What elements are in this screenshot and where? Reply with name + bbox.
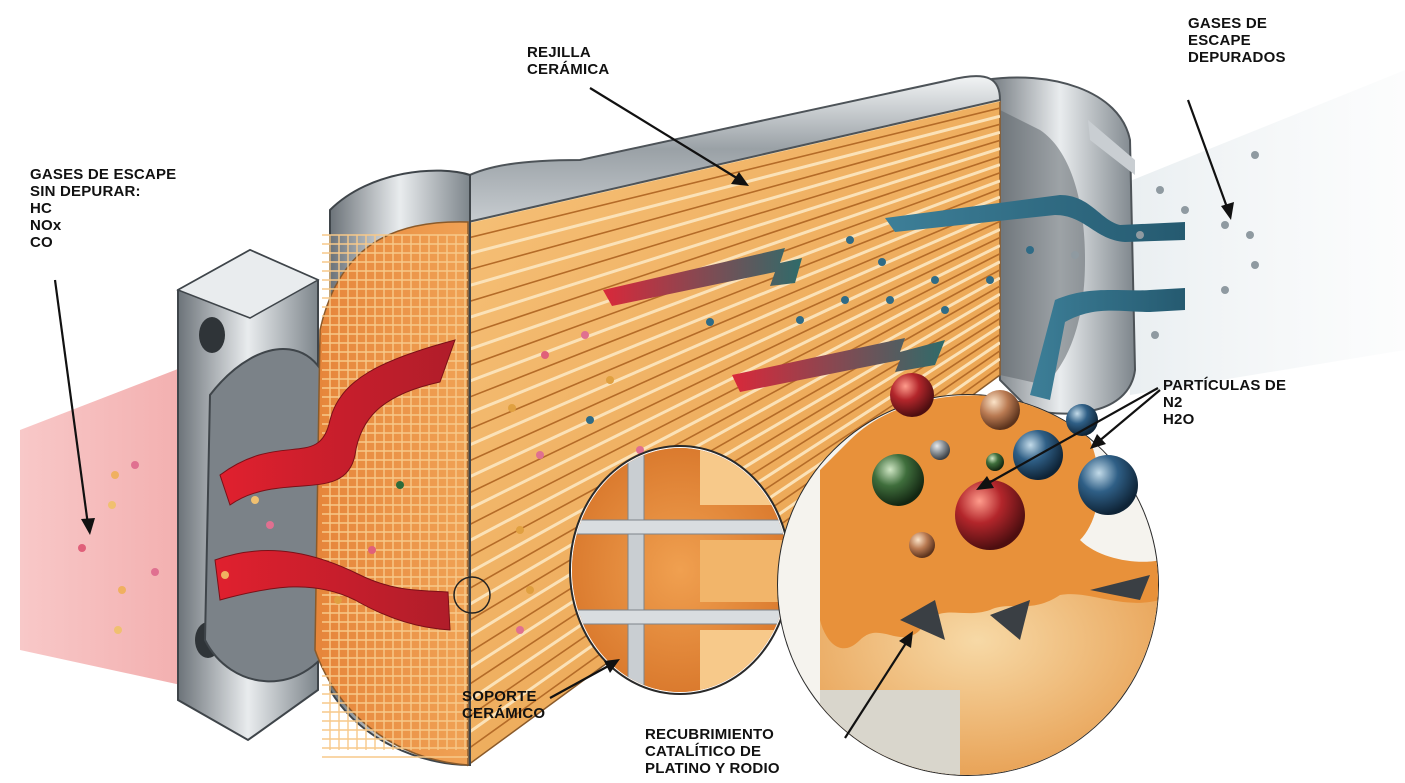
label-line: CO <box>30 234 176 251</box>
particle-dot <box>586 416 594 424</box>
label-line: PARTÍCULAS DE <box>1163 377 1286 394</box>
label-line: N2 <box>1163 394 1286 411</box>
outlet-shell <box>985 78 1135 414</box>
label-recubrimiento: RECUBRIMIENTO CATALÍTICO DE PLATINO Y RO… <box>645 726 780 777</box>
label-line: NOx <box>30 217 176 234</box>
particle-dot <box>526 586 534 594</box>
particle-dot <box>606 376 614 384</box>
particle-dot <box>1246 231 1254 239</box>
particle-dot <box>221 571 229 579</box>
particle-dot <box>118 586 126 594</box>
particle-dot <box>846 236 854 244</box>
label-line: DEPURADOS <box>1188 49 1286 66</box>
label-gases-depurados: GASES DE ESCAPE DEPURADOS <box>1188 15 1286 66</box>
particle-dot <box>536 451 544 459</box>
particle-dot <box>111 471 119 479</box>
particle-dot <box>541 351 549 359</box>
particle-dot <box>266 521 274 529</box>
particle-dot <box>1251 261 1259 269</box>
label-line: GASES DE <box>1188 15 1286 32</box>
particle-dot <box>878 258 886 266</box>
particle-dot <box>251 496 259 504</box>
particle-dot <box>706 318 714 326</box>
particle-dot <box>931 276 939 284</box>
particle-dot <box>886 296 894 304</box>
honeycomb-face <box>315 222 468 765</box>
particle-dot <box>368 546 376 554</box>
particle-dot <box>508 404 516 412</box>
particle-dot <box>1251 151 1259 159</box>
particle-dot <box>1221 221 1229 229</box>
particle-dot <box>108 501 116 509</box>
label-soporte-ceramico: SOPORTE CERÁMICO <box>462 688 545 722</box>
label-line: CATALÍTICO DE <box>645 743 780 760</box>
particle-dot <box>151 568 159 576</box>
label-line: SOPORTE <box>462 688 545 705</box>
label-line: ESCAPE <box>1188 32 1286 49</box>
particle-dot <box>841 296 849 304</box>
particle-dot <box>131 461 139 469</box>
label-line: SIN DEPURAR: <box>30 183 176 200</box>
particle-dot <box>1026 246 1034 254</box>
label-line: GASES DE ESCAPE <box>30 166 176 183</box>
particle-dot <box>78 544 86 552</box>
particle-dot <box>396 481 404 489</box>
particle-dot <box>114 626 122 634</box>
particle-dot <box>1071 251 1079 259</box>
particle-dot <box>334 596 342 604</box>
label-particulas: PARTÍCULAS DE N2 H2O <box>1163 377 1286 428</box>
particle-dot <box>516 626 524 634</box>
particle-dot <box>1151 331 1159 339</box>
label-line: REJILLA <box>527 44 609 61</box>
particle-dot <box>796 316 804 324</box>
label-line: RECUBRIMIENTO <box>645 726 780 743</box>
particle-dot <box>581 331 589 339</box>
label-gases-sin-depurar: GASES DE ESCAPE SIN DEPURAR: HC NOx CO <box>30 166 176 251</box>
label-line: HC <box>30 200 176 217</box>
particle-dot <box>941 306 949 314</box>
particle-dot <box>1156 186 1164 194</box>
label-line: PLATINO Y RODIO <box>645 760 780 777</box>
particle-dot <box>986 276 994 284</box>
particle-dot <box>1136 231 1144 239</box>
particle-dot <box>516 526 524 534</box>
label-line: CERÁMICO <box>462 705 545 722</box>
label-line: H2O <box>1163 411 1286 428</box>
label-line: CERÁMICA <box>527 61 609 78</box>
label-rejilla-ceramica: REJILLA CERÁMICA <box>527 44 609 78</box>
particle-dot <box>1181 206 1189 214</box>
particle-dot <box>1221 286 1229 294</box>
